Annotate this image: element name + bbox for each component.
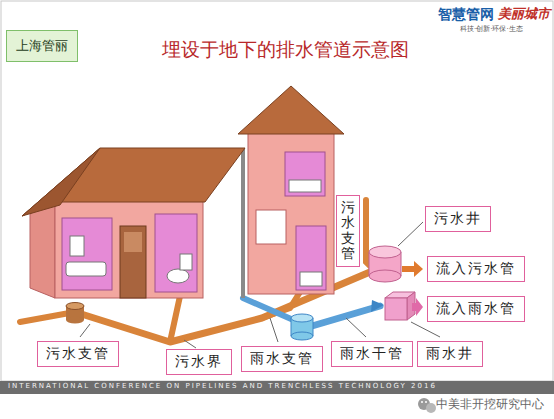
rain-pipe	[371, 300, 384, 312]
logo-subtitle: 科技·创新·环保·生态	[460, 25, 523, 33]
flow-arrow	[412, 298, 423, 316]
callout-box: 雨水井	[417, 341, 483, 367]
door	[120, 226, 146, 298]
leader-line	[184, 340, 196, 348]
flow-arrow	[402, 261, 423, 316]
bathroom	[66, 262, 106, 276]
toilet-room	[167, 269, 189, 283]
callout-text: 雨水干管	[340, 345, 404, 363]
leader-line	[398, 222, 423, 246]
conference-band-text: INTERNATIONAL CONFERENCE ON PIPELINES AN…	[8, 382, 437, 390]
house-left-wing	[22, 148, 100, 216]
callout-text: 流入雨水管	[436, 300, 516, 318]
bathroom	[62, 218, 112, 290]
house-left-wing	[22, 148, 245, 298]
sewage-well	[369, 270, 401, 282]
sewer-manhole	[66, 303, 84, 310]
callout-text: 上海管丽	[16, 37, 68, 55]
rain-basin	[291, 314, 313, 322]
leader-line	[80, 324, 90, 337]
toilet-room	[155, 214, 197, 292]
callout-text: 雨水支管	[250, 350, 314, 368]
house-right-block	[296, 226, 326, 290]
callout-box: 污水界	[166, 349, 232, 375]
wechat-icon	[418, 398, 436, 413]
bathroom	[62, 218, 112, 290]
house-right-block	[285, 152, 325, 196]
callout-box: 流入污水管	[427, 256, 525, 282]
watermark: 中美非开挖研究中心	[436, 397, 544, 411]
downpipe	[237, 150, 243, 298]
sewer-manhole	[66, 317, 84, 324]
region-tag: 上海管丽	[6, 30, 78, 62]
house-right-block	[256, 210, 286, 244]
house-right-block	[238, 86, 344, 294]
title: 埋设于地下的排水管道示意图	[162, 37, 409, 63]
rain-pipe	[312, 306, 380, 326]
leader-line	[270, 318, 278, 342]
sewage-well	[369, 252, 370, 276]
sewage-well	[369, 246, 401, 282]
sewage-well	[401, 252, 402, 276]
downpipe	[237, 150, 243, 298]
callout-box: 污水支管	[336, 195, 360, 267]
house-right-block	[238, 86, 344, 134]
sewage-well	[369, 246, 401, 258]
rain-basin	[291, 332, 313, 340]
house-left-wing	[30, 200, 55, 298]
callout-text: 污水井	[434, 210, 482, 228]
footer-band	[0, 381, 554, 394]
house-right-block	[300, 272, 322, 286]
rain-basin	[291, 314, 313, 340]
callout-box: 雨水支管	[241, 346, 323, 372]
door	[120, 226, 146, 298]
footer-band	[0, 381, 554, 394]
flow-arrow	[402, 261, 423, 277]
toilet-room	[180, 254, 192, 270]
house-right-block	[289, 180, 321, 192]
house-right-block	[248, 128, 334, 294]
callout-text: 污水界	[175, 353, 223, 371]
callout-box: 污水井	[425, 206, 491, 232]
callout-box: 流入雨水管	[427, 296, 525, 322]
sewer-manhole	[66, 303, 84, 324]
door	[124, 232, 142, 252]
bathroom	[70, 236, 84, 256]
wechat-icon	[425, 401, 427, 403]
callout-box: 雨水干管	[331, 341, 413, 367]
callout-text: 污水支管	[46, 345, 110, 363]
rain-well	[385, 298, 407, 320]
callout-text: 污水支管	[341, 200, 355, 262]
slide-frame	[1, 1, 553, 381]
logo-text: 智慧管网	[438, 6, 494, 23]
rain-well	[385, 292, 415, 320]
leader-line	[80, 222, 440, 348]
slide-frame	[1, 1, 553, 381]
house-left-wing	[22, 148, 245, 216]
rain-basin	[291, 318, 292, 336]
wechat-icon	[426, 403, 436, 413]
leader-line	[411, 322, 440, 337]
callout-text: 雨水井	[426, 345, 474, 363]
leader-line	[346, 318, 366, 337]
toilet-room	[155, 214, 197, 292]
callout-text: 流入污水管	[436, 260, 516, 278]
sewer-pipe	[170, 296, 180, 342]
wechat-icon	[421, 401, 423, 403]
callout-box: 污水支管	[37, 341, 119, 367]
logo-text: 美丽城市	[498, 6, 550, 22]
rain-basin	[313, 318, 314, 336]
house-left-wing	[55, 200, 203, 298]
